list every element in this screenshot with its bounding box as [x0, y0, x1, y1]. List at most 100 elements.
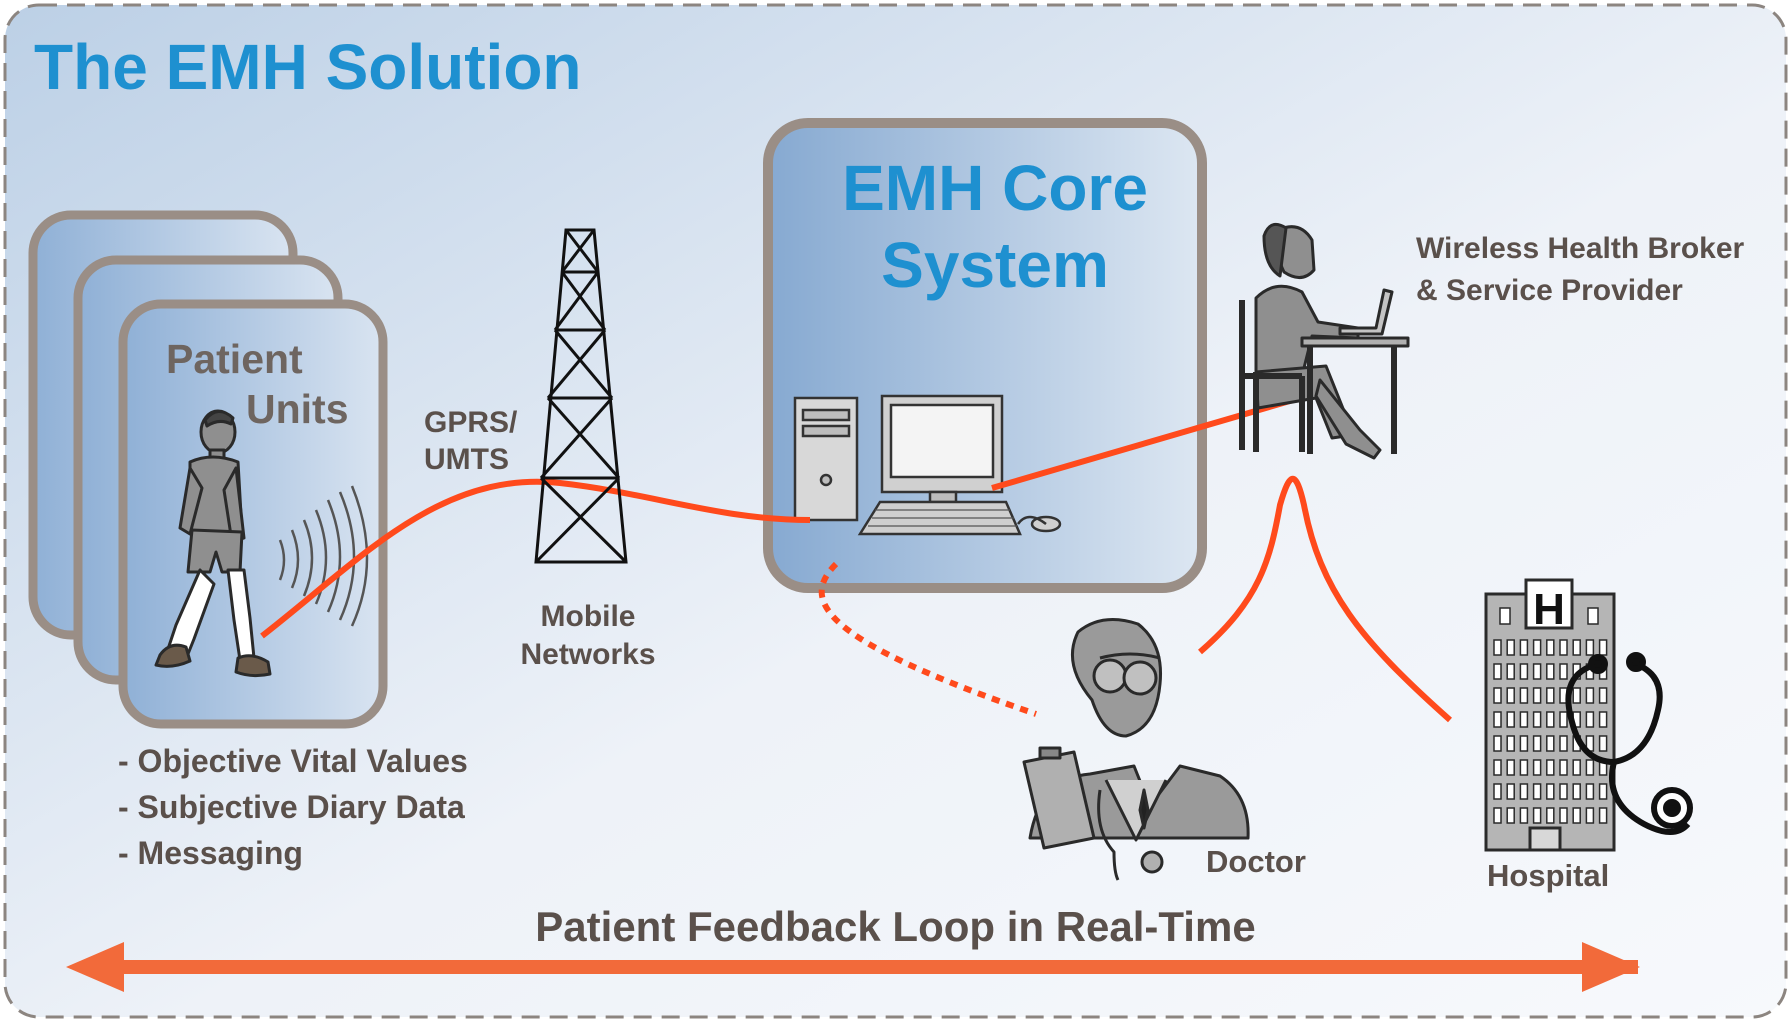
hospital-window [1572, 783, 1581, 800]
hospital-window [1532, 687, 1542, 704]
doctor-icon [1022, 618, 1250, 881]
stethoscope-icon [1565, 652, 1693, 835]
hospital-window [1493, 735, 1502, 752]
mobile-networks-line2: Networks [520, 638, 656, 671]
hospital-window [1572, 807, 1581, 824]
hospital-window [1506, 759, 1515, 776]
hospital-label: Hospital [1487, 858, 1610, 893]
gprs-umts-label: GPRS/ UMTS [424, 404, 517, 478]
hospital-window [1572, 687, 1581, 704]
hospital-window [1559, 735, 1568, 752]
hospital-window [1532, 759, 1542, 776]
hospital-window [1519, 735, 1529, 752]
feedback-loop-label: Patient Feedback Loop in Real-Time [535, 903, 1256, 950]
wireless-waves-icon [278, 485, 369, 627]
hospital-window [1532, 711, 1542, 728]
hospital-window [1506, 807, 1515, 824]
hospital-window [1598, 783, 1608, 800]
hospital-window [1532, 783, 1542, 800]
hospital-window [1519, 687, 1529, 704]
hospital-window [1598, 687, 1608, 704]
feedback-loop-arrow [66, 942, 1640, 992]
patient-units-line2: Units [246, 386, 349, 432]
broker-line1: Wireless Health Broker [1416, 232, 1745, 265]
hospital-window [1519, 759, 1529, 776]
gprs-line2: UMTS [424, 443, 509, 476]
hospital-window [1493, 759, 1502, 776]
hospital-window [1493, 783, 1502, 800]
hospital-window [1506, 639, 1515, 656]
core-to-doctor-dotted-link [818, 561, 1037, 717]
hospital-window [1506, 687, 1515, 704]
hospital-window [1546, 711, 1555, 728]
hospital-window [1506, 783, 1515, 800]
hospital-window [1546, 687, 1555, 704]
hospital-window [1546, 807, 1555, 824]
hospital-window [1532, 663, 1542, 680]
hospital-window [1546, 639, 1555, 656]
mobile-networks-label: Mobile Networks [508, 598, 668, 674]
hospital-window [1519, 639, 1529, 656]
hospital-window [1559, 711, 1568, 728]
hospital-window [1546, 735, 1555, 752]
gprs-line1: GPRS/ [424, 406, 518, 439]
hospital-window [1519, 663, 1529, 680]
hospital-window [1493, 687, 1502, 704]
hospital-window [1546, 783, 1555, 800]
diagram-title: The EMH Solution [34, 31, 582, 103]
core-to-broker-link [991, 395, 1301, 491]
hospital-window [1598, 639, 1608, 656]
hospital-window [1506, 735, 1515, 752]
hospital-window [1546, 663, 1555, 680]
patient-units-line1: Patient [166, 336, 303, 382]
hospital-window [1506, 711, 1515, 728]
hospital-window [1585, 783, 1595, 800]
doctor-hospital-link [1198, 476, 1452, 723]
hospital-sign-letter: H [1533, 585, 1565, 634]
hospital-window [1493, 639, 1502, 656]
hospital-window [1598, 807, 1608, 824]
hospital-window [1559, 783, 1568, 800]
hospital-window [1598, 711, 1608, 728]
core-system-line2: System [881, 229, 1109, 301]
doctor-label: Doctor [1206, 844, 1306, 879]
core-system-line1: EMH Core [842, 152, 1148, 224]
hospital-window [1559, 759, 1568, 776]
hospital-window [1493, 807, 1502, 824]
hospital-window [1532, 639, 1542, 656]
hospital-window [1493, 711, 1502, 728]
cell-tower-icon [534, 228, 628, 564]
list-item: - Messaging [118, 835, 303, 871]
hospital-window [1585, 639, 1595, 656]
computer-icon [793, 394, 1062, 536]
hospital-window [1519, 711, 1529, 728]
hospital-window [1546, 759, 1555, 776]
hospital-window [1493, 663, 1502, 680]
core-system-box [763, 118, 1207, 593]
mobile-networks-line1: Mobile [540, 600, 636, 633]
broker-label: Wireless Health Broker & Service Provide… [1416, 228, 1744, 312]
hospital-window [1559, 807, 1568, 824]
list-item: - Objective Vital Values [118, 743, 468, 779]
hospital-window [1572, 639, 1581, 656]
hospital-window [1532, 807, 1542, 824]
hospital-window [1585, 687, 1595, 704]
hospital-window [1559, 663, 1568, 680]
hospital-window [1519, 783, 1529, 800]
hospital-window [1506, 663, 1515, 680]
hospital-window [1519, 807, 1529, 824]
patient-data-list: - Objective Vital Values - Subjective Di… [118, 738, 468, 876]
core-system-label: EMH Core System [770, 150, 1220, 304]
hospital-window [1532, 735, 1542, 752]
broker-line2: & Service Provider [1416, 274, 1683, 307]
hospital-window [1585, 759, 1595, 776]
hospital-window [1585, 711, 1595, 728]
hospital-window [1572, 759, 1581, 776]
patient-walking-icon [154, 409, 272, 678]
hospital-window [1598, 735, 1608, 752]
list-item: - Subjective Diary Data [118, 789, 465, 825]
broker-person-icon [1239, 222, 1410, 460]
hospital-window [1559, 639, 1568, 656]
hospital-window [1585, 807, 1595, 824]
